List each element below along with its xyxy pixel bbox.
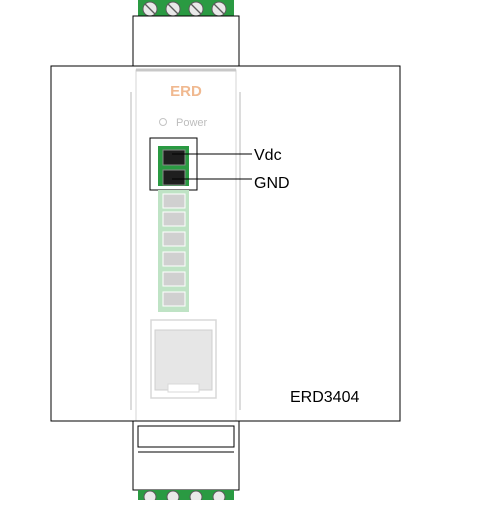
gnd-terminal <box>162 169 186 186</box>
vdc-terminal <box>162 149 186 166</box>
power-led-icon <box>159 118 167 126</box>
lower-housing <box>132 420 240 491</box>
brand-label: ERD <box>170 83 202 100</box>
io-terminal-column <box>158 190 189 312</box>
power-indicator: Power <box>159 117 208 129</box>
gnd-label: GND <box>254 175 290 192</box>
power-label: Power <box>176 117 208 129</box>
upper-housing <box>132 15 240 67</box>
top-terminal-block <box>138 0 234 17</box>
model-label: ERD3404 <box>290 389 359 406</box>
bottom-terminal-block <box>138 490 234 504</box>
vdc-label: Vdc <box>254 147 282 164</box>
rj45-port-icon <box>150 319 217 399</box>
